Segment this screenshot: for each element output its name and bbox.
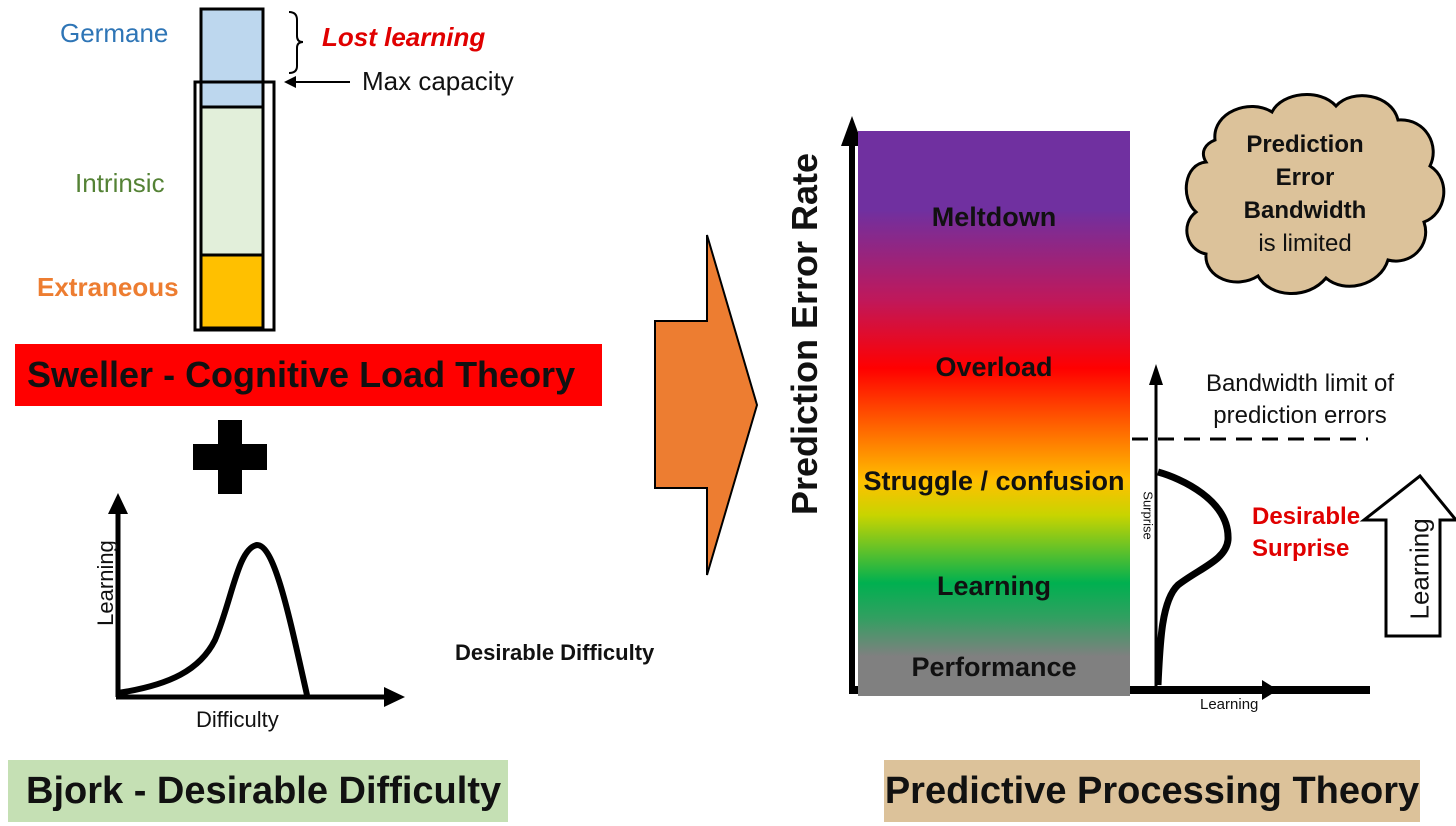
zone-struggle: Struggle / confusion [863, 466, 1125, 496]
max-capacity-label: Max capacity [362, 66, 514, 96]
zone-performance: Performance [911, 652, 1077, 682]
extraneous-label: Extraneous [37, 272, 179, 302]
surprise-curve [1154, 468, 1232, 686]
cloud-line-2: Error [1275, 164, 1335, 191]
dd-y-arrow [108, 493, 128, 514]
cloud-line-4: is limited [1258, 230, 1352, 257]
predictive-processing-title: Predictive Processing Theory [884, 769, 1420, 812]
plus-horizontal [193, 444, 267, 470]
bandwidth-limit-label: Bandwidth limit of prediction errors [1205, 370, 1395, 429]
sweller-banner: Sweller - Cognitive Load Theory [15, 344, 602, 406]
zone-meltdown: Meltdown [931, 202, 1057, 232]
intrinsic-label: Intrinsic [75, 168, 165, 198]
cloud-line-1: Prediction [1246, 131, 1364, 158]
learning-arrow-label: Learning [1404, 518, 1435, 620]
dd-x-arrow [384, 687, 405, 707]
cloud-shape [1184, 93, 1446, 295]
prediction-error-gradient-column [858, 131, 1130, 696]
learning-up-arrow [1359, 473, 1456, 638]
lost-learning-label: Lost learning [322, 22, 486, 52]
dd-x-axis-label: Difficulty [196, 707, 279, 732]
bjork-title: Bjork - Desirable Difficulty [26, 769, 502, 812]
max-capacity-arrow-head [284, 76, 296, 88]
zone-learning: Learning [936, 571, 1051, 601]
predictive-processing-banner: Predictive Processing Theory [884, 760, 1420, 822]
prediction-error-rate-axis-label: Prediction Error Rate [784, 152, 825, 516]
learning-x-arrow [1262, 680, 1278, 700]
desirable-surprise-label: Desirable Surprise [1252, 501, 1362, 565]
pe-y-arrow [841, 116, 863, 146]
sweller-title: Sweller - Cognitive Load Theory [27, 354, 576, 395]
cloud-text: Prediction Error Bandwidth is limited [1222, 128, 1388, 260]
bjork-banner: Bjork - Desirable Difficulty [8, 760, 508, 822]
dd-curve [117, 541, 310, 696]
lost-learning-brace [288, 11, 304, 74]
big-orange-arrow [654, 234, 759, 576]
germane-block [199, 7, 265, 109]
desirable-difficulty-caption: Desirable Difficulty [455, 640, 655, 665]
surprise-y-arrow [1149, 364, 1163, 385]
extraneous-block [199, 253, 265, 330]
max-capacity-box [193, 80, 276, 332]
germane-label: Germane [60, 18, 169, 48]
intrinsic-block [199, 105, 265, 257]
learning-axis-label: Learning [1200, 696, 1259, 713]
cloud-line-3: Bandwidth [1243, 197, 1367, 224]
surprise-axis-label: Surprise [1140, 491, 1156, 540]
dd-y-axis-label: Learning [93, 540, 118, 626]
zone-overload: Overload [935, 352, 1053, 382]
desirable-surprise-text: Desirable Surprise [1252, 503, 1361, 562]
